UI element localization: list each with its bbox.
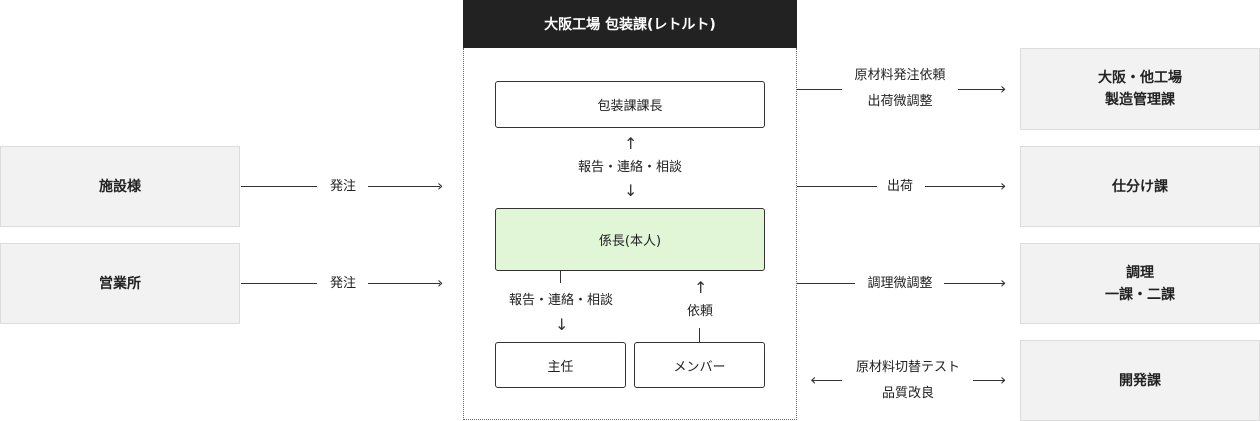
request-line xyxy=(699,328,700,342)
facility-order-line-b xyxy=(368,186,440,187)
member-label: メンバー xyxy=(673,359,726,375)
member-box: メンバー xyxy=(634,342,765,388)
dev-dept-box: 開発課 xyxy=(1020,340,1260,421)
arrow-right-icon: › xyxy=(437,273,444,292)
lower-comm-label: 報告・連絡・相談 xyxy=(508,293,613,308)
arrow-up-icon: ↑ xyxy=(694,278,708,297)
arrow-down-icon: ↓ xyxy=(624,181,638,200)
other-factory-line-1: 大阪・他工場 xyxy=(1098,70,1182,86)
arrow-left-icon: ‹ xyxy=(810,372,816,388)
supply-label-1: 原材料発注依頼 xyxy=(854,68,946,83)
dev-line-b xyxy=(973,380,1004,381)
supply-label-2: 出荷微調整 xyxy=(867,94,933,109)
other-factory-line-2: 製造管理課 xyxy=(1105,92,1175,108)
arrow-down-icon: ↓ xyxy=(555,315,569,334)
cooking-line-a xyxy=(797,283,855,284)
arrow-right-icon: › xyxy=(1000,273,1007,292)
shipping-line-b xyxy=(925,186,1004,187)
cooking-label: 調理微調整 xyxy=(867,276,933,291)
lower-comm-line xyxy=(560,271,561,283)
arrow-right-icon: › xyxy=(1000,176,1007,195)
department-frame xyxy=(463,48,797,420)
arrow-right-icon: › xyxy=(1000,370,1007,389)
arrow-right-icon: › xyxy=(437,176,444,195)
facility-order-label: 発注 xyxy=(329,179,356,194)
sorting-dept-box: 仕分け課 xyxy=(1020,146,1260,227)
department-title: 大阪工場 包装課(レトルト) xyxy=(544,17,716,33)
sales-order-line-b xyxy=(368,283,440,284)
other-factory-box: 大阪・他工場 製造管理課 xyxy=(1020,48,1260,130)
sales-order-line-a xyxy=(241,283,317,284)
shipping-label: 出荷 xyxy=(886,179,913,194)
manager-label: 包装課課長 xyxy=(597,99,663,114)
chief-box: 主任 xyxy=(495,342,626,388)
dev-dept-label: 開発課 xyxy=(1119,372,1161,389)
dev-label-1: 原材料切替テスト xyxy=(855,360,960,375)
arrow-right-icon: › xyxy=(1000,79,1007,98)
facility-order-line-a xyxy=(241,186,317,187)
supply-line-b xyxy=(958,89,1004,90)
client-facility-label: 施設様 xyxy=(99,178,141,195)
upper-comm-label: 報告・連絡・相談 xyxy=(577,160,682,175)
cooking-dept-line-2: 一課・二課 xyxy=(1105,286,1175,303)
sales-office-label: 営業所 xyxy=(99,275,141,292)
dev-line-a xyxy=(812,380,842,381)
dev-label-2: 品質改良 xyxy=(881,386,934,401)
cooking-dept-box: 調理 一課・二課 xyxy=(1020,243,1260,324)
supply-line-a xyxy=(797,89,842,90)
manager-box: 包装課課長 xyxy=(495,81,765,128)
sales-order-label: 発注 xyxy=(329,276,356,291)
self-box: 係長(本人) xyxy=(495,208,765,271)
self-label: 係長(本人) xyxy=(598,234,662,249)
arrow-up-icon: ↑ xyxy=(624,134,638,153)
sales-office-box: 営業所 xyxy=(0,243,240,324)
department-header: 大阪工場 包装課(レトルト) xyxy=(463,0,797,48)
request-label: 依頼 xyxy=(686,304,713,319)
cooking-dept-line-1: 調理 xyxy=(1126,264,1154,281)
chief-label: 主任 xyxy=(547,359,574,375)
shipping-line-a xyxy=(797,186,877,187)
client-facility-box: 施設様 xyxy=(0,146,240,227)
cooking-line-b xyxy=(944,283,1004,284)
sorting-dept-label: 仕分け課 xyxy=(1112,178,1168,195)
